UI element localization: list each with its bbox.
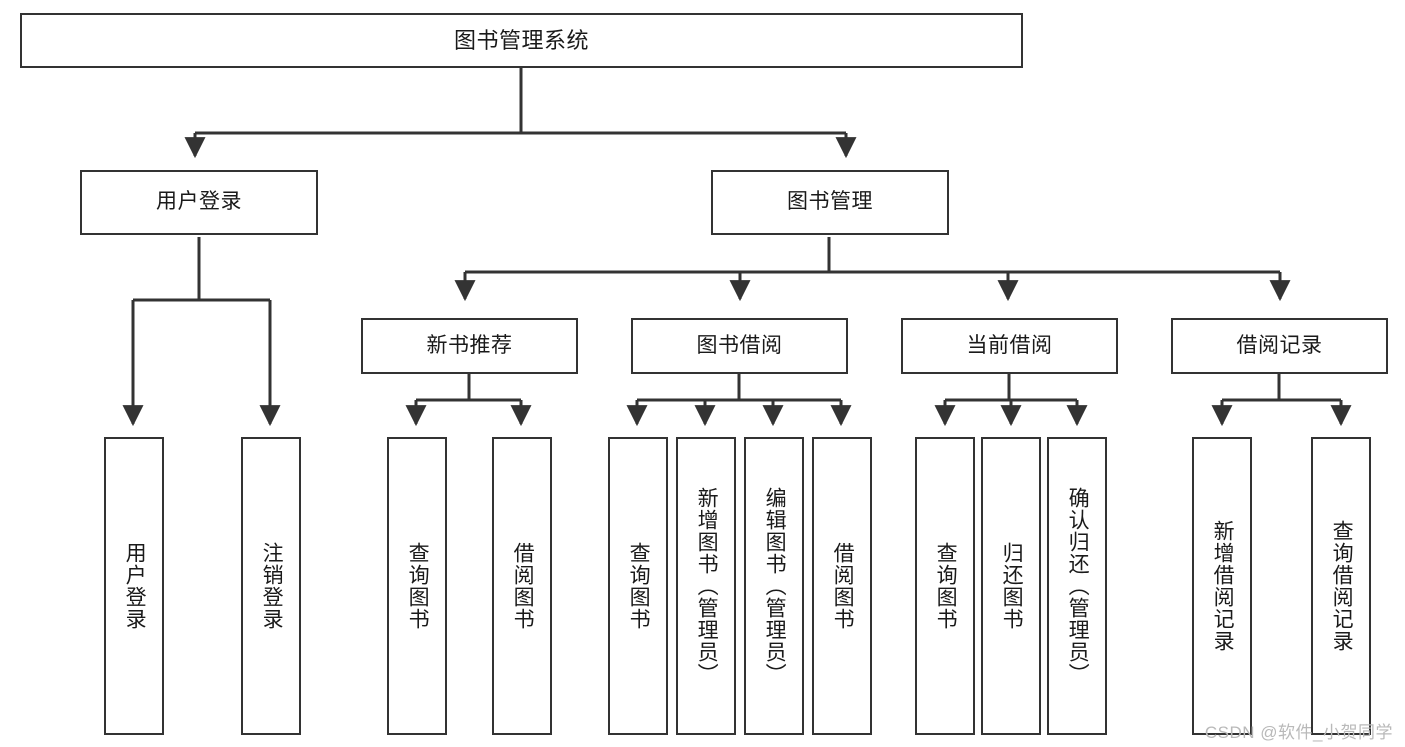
node-new-book-recommend[interactable]: 新书推荐 bbox=[361, 318, 578, 374]
node-label: 图书管理系统 bbox=[453, 27, 589, 53]
node-label: 查询图书 bbox=[934, 542, 958, 630]
node-label: 查询图书 bbox=[406, 542, 430, 630]
node-label: 当前借阅 bbox=[966, 333, 1053, 357]
node-label: 图书管理 bbox=[787, 190, 873, 214]
leaf-query-book-borrow[interactable]: 查询图书 bbox=[608, 437, 668, 735]
leaf-add-borrow-record[interactable]: 新增借阅记录 bbox=[1192, 437, 1252, 735]
leaf-user-login[interactable]: 用户登录 bbox=[104, 437, 164, 735]
node-label: 用户登录 bbox=[123, 542, 147, 630]
node-label: 借阅记录 bbox=[1236, 333, 1323, 357]
node-current-borrow[interactable]: 当前借阅 bbox=[901, 318, 1118, 374]
watermark-text: CSDN @软件_小贺同学 bbox=[1204, 723, 1393, 742]
leaf-borrow-book[interactable]: 借阅图书 bbox=[812, 437, 872, 735]
leaf-query-book-current[interactable]: 查询图书 bbox=[915, 437, 975, 735]
node-label: 确认归还（管理员） bbox=[1066, 487, 1090, 685]
leaf-confirm-return-admin[interactable]: 确认归还（管理员） bbox=[1047, 437, 1107, 735]
leaf-query-borrow-record[interactable]: 查询借阅记录 bbox=[1311, 437, 1371, 735]
leaf-return-book[interactable]: 归还图书 bbox=[981, 437, 1041, 735]
node-book-management[interactable]: 图书管理 bbox=[711, 170, 949, 235]
node-borrow-records[interactable]: 借阅记录 bbox=[1171, 318, 1388, 374]
leaf-user-logout[interactable]: 注销登录 bbox=[241, 437, 301, 735]
node-user-login[interactable]: 用户登录 bbox=[80, 170, 318, 235]
leaf-query-book-recommend[interactable]: 查询图书 bbox=[387, 437, 447, 735]
node-label: 新书推荐 bbox=[426, 333, 513, 357]
node-label: 查询借阅记录 bbox=[1330, 520, 1354, 652]
node-label: 借阅图书 bbox=[511, 542, 535, 630]
leaf-borrow-book-recommend[interactable]: 借阅图书 bbox=[492, 437, 552, 735]
node-label: 查询图书 bbox=[627, 542, 651, 630]
node-label: 用户登录 bbox=[156, 190, 242, 214]
node-label: 图书借阅 bbox=[696, 333, 783, 357]
node-label: 注销登录 bbox=[260, 542, 284, 630]
node-label: 编辑图书（管理员） bbox=[763, 487, 787, 685]
node-label: 借阅图书 bbox=[831, 542, 855, 630]
node-book-borrow[interactable]: 图书借阅 bbox=[631, 318, 848, 374]
leaf-add-book-admin[interactable]: 新增图书（管理员） bbox=[676, 437, 736, 735]
node-label: 新增图书（管理员） bbox=[695, 487, 719, 685]
leaf-edit-book-admin[interactable]: 编辑图书（管理员） bbox=[744, 437, 804, 735]
node-root-system[interactable]: 图书管理系统 bbox=[20, 13, 1023, 68]
node-label: 新增借阅记录 bbox=[1211, 520, 1235, 652]
node-label: 归还图书 bbox=[1000, 542, 1024, 630]
